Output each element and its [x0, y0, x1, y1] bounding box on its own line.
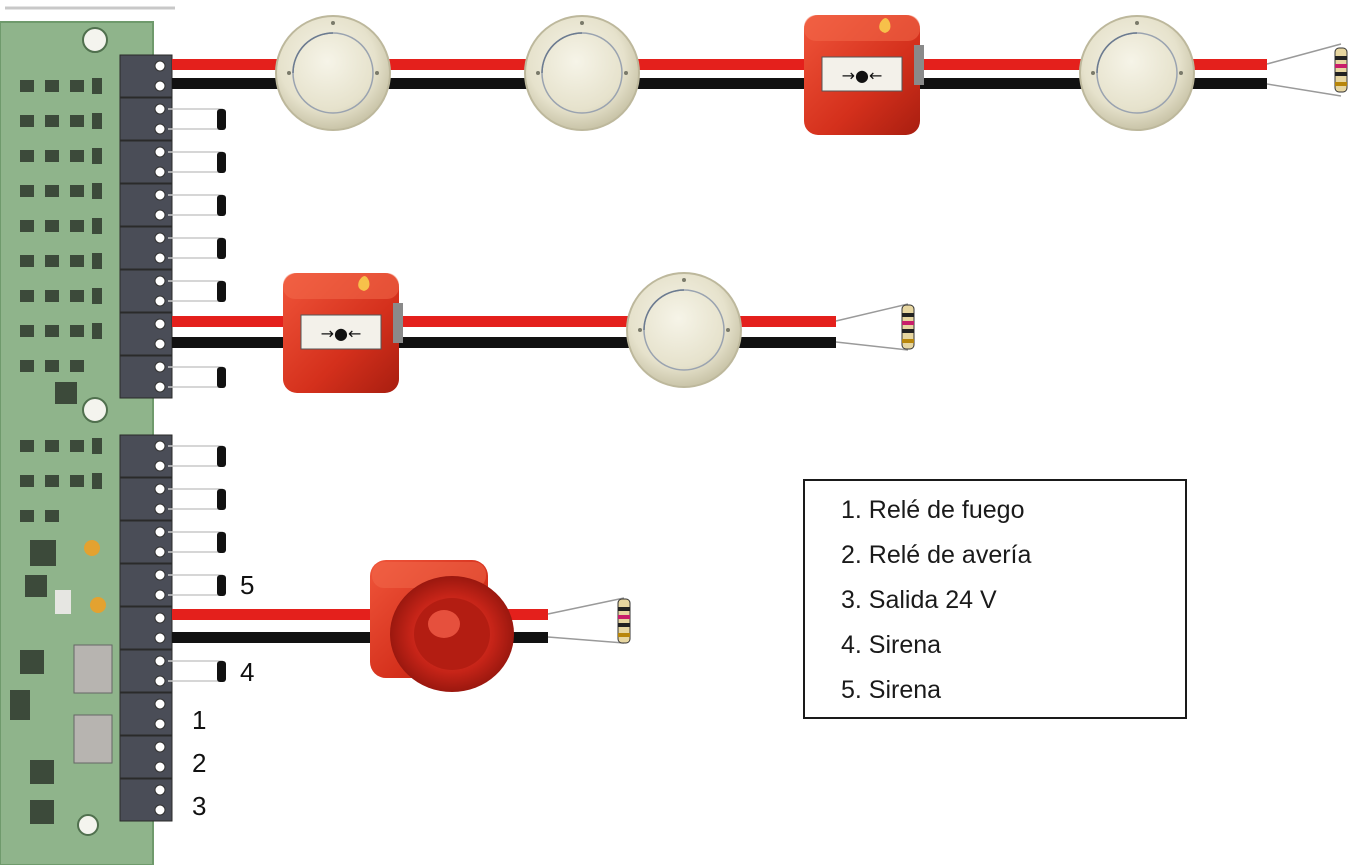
terminal-label-5: 5 — [240, 570, 254, 600]
legend-item: 2. Relé de avería — [841, 541, 1032, 569]
zone-1-wires — [172, 43, 1342, 97]
smoke-detector-icon — [524, 15, 640, 131]
legend-list: 1. Relé de fuego 2. Relé de avería 3. Sa… — [805, 481, 1185, 720]
terminal-label-2: 2 — [192, 748, 206, 778]
terminal-blocks — [119, 54, 173, 822]
legend-item: 5. Sirena — [841, 676, 942, 704]
end-of-line-resistor-icon — [901, 304, 915, 350]
siren-wires — [172, 597, 625, 644]
terminal-label-3: 3 — [192, 791, 206, 821]
legend-item: 3. Salida 24 V — [841, 586, 997, 614]
manual-call-point-icon — [282, 272, 404, 394]
legend-box: 1. Relé de fuego 2. Relé de avería 3. Sa… — [803, 479, 1187, 719]
end-of-line-resistor-icon — [1334, 47, 1348, 93]
diode-icon — [167, 108, 227, 683]
end-of-line-resistor-icon — [617, 598, 631, 644]
legend-item: 1. Relé de fuego — [841, 496, 1025, 524]
terminal-label-4: 4 — [240, 657, 254, 687]
legend-item: 4. Sirena — [841, 631, 942, 659]
smoke-detector-icon — [626, 272, 742, 388]
siren-icon — [370, 560, 514, 692]
smoke-detector-icon — [275, 15, 391, 131]
manual-call-point-icon — [803, 14, 925, 136]
terminal-label-1: 1 — [192, 705, 206, 735]
smoke-detector-icon — [1079, 15, 1195, 131]
zone-2-wires — [172, 303, 909, 351]
